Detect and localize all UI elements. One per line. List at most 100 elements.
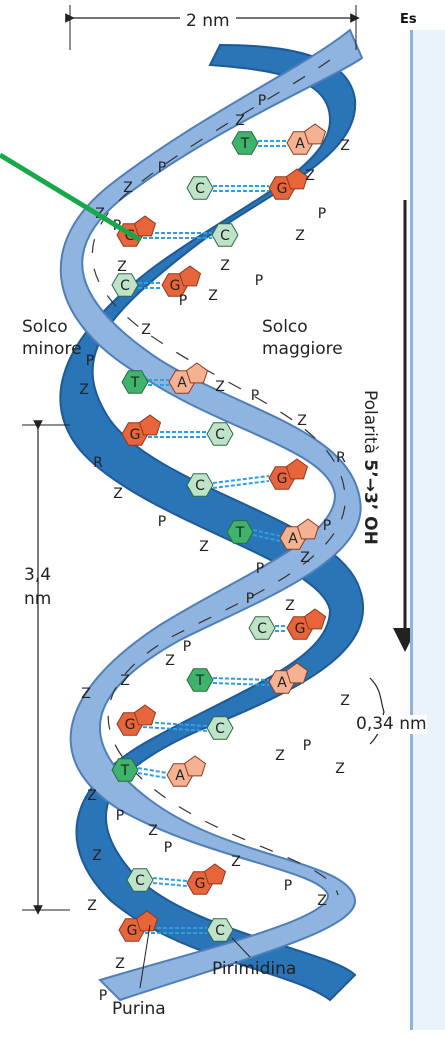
base-hexagon bbox=[206, 918, 234, 942]
base-letter: A bbox=[175, 768, 185, 784]
backbone-letter: P bbox=[179, 293, 187, 309]
base-pentagon bbox=[185, 362, 209, 384]
backbone-letter: Z bbox=[120, 673, 130, 689]
base-pentagon bbox=[138, 414, 162, 436]
hydrogen-bond bbox=[152, 882, 188, 887]
base-letter: C bbox=[120, 278, 130, 294]
backbone-letter: Z bbox=[220, 258, 230, 274]
hydrogen-bond bbox=[142, 726, 208, 732]
base-letter: T bbox=[120, 763, 130, 779]
hydrogen-bond bbox=[212, 677, 270, 681]
base-hexagon bbox=[121, 370, 149, 394]
pyrimidine-leader bbox=[231, 937, 251, 958]
base-pentagon bbox=[203, 863, 227, 885]
base-letter: T bbox=[130, 375, 140, 391]
backbone-letter: P bbox=[164, 840, 172, 856]
hydrogen-bond bbox=[252, 534, 281, 542]
backbone-letter: Z bbox=[113, 486, 123, 502]
base-pentagon bbox=[285, 168, 309, 190]
backbone-letter: P bbox=[158, 514, 166, 530]
backbone-letter: P bbox=[318, 206, 326, 222]
step-brace bbox=[369, 677, 385, 745]
hydrogen-bond bbox=[142, 721, 208, 727]
base-letter: A bbox=[277, 675, 287, 691]
pyrimidine-label: Pirimidina bbox=[212, 959, 297, 979]
backbone-letter: Z bbox=[208, 288, 218, 304]
hydrogen-bond bbox=[212, 480, 270, 489]
base-letter: G bbox=[125, 717, 136, 733]
base-letter: C bbox=[257, 621, 267, 637]
backbone-letter: Z bbox=[275, 748, 285, 764]
base-pentagon bbox=[303, 123, 327, 145]
base-hexagon bbox=[186, 668, 214, 692]
backbone-letter: P bbox=[303, 738, 311, 754]
width-label: 2 nm bbox=[180, 12, 236, 31]
base-hexagon bbox=[211, 223, 239, 247]
base-letter: G bbox=[295, 621, 306, 637]
minor-groove-line1: Solco bbox=[22, 317, 68, 337]
backbone-letter: P bbox=[258, 93, 266, 109]
backbone-letter: Z bbox=[87, 788, 97, 804]
backbone-letter: P bbox=[251, 388, 259, 404]
green-pointer bbox=[0, 152, 142, 243]
backbone-letter: P bbox=[183, 639, 191, 655]
backbone-letter: Z bbox=[215, 379, 225, 395]
base-pentagon bbox=[133, 704, 157, 726]
backbone-letter: P bbox=[99, 988, 107, 1004]
purine-leader bbox=[139, 924, 151, 989]
base-pentagon bbox=[135, 910, 159, 932]
backbone-letter: P bbox=[116, 808, 124, 824]
base-hexagon bbox=[248, 616, 276, 640]
base-letter: G bbox=[277, 471, 288, 487]
base-hexagon bbox=[186, 176, 214, 200]
base-letter: C bbox=[215, 427, 225, 443]
turn-label-line2: nm bbox=[24, 589, 52, 609]
backbone-letter: P bbox=[284, 878, 292, 894]
backbone-letter: Z bbox=[231, 854, 241, 870]
polarity-label: Polarità 5’→3’ OH bbox=[360, 390, 380, 545]
base-letter: C bbox=[195, 181, 205, 197]
backbone-letter: Z bbox=[340, 138, 350, 154]
edge-text: Es bbox=[400, 12, 417, 27]
base-letter: G bbox=[130, 427, 141, 443]
backbone-letter: R bbox=[336, 450, 346, 466]
base-hexagon bbox=[111, 758, 139, 782]
backbone-letter: Z bbox=[115, 956, 125, 972]
polarity-five: 5’ bbox=[360, 459, 380, 478]
base-hexagon bbox=[186, 473, 214, 497]
major-groove-line2: maggiore bbox=[262, 339, 343, 359]
base-letter: A bbox=[288, 531, 298, 547]
backbone-letter: Z bbox=[335, 761, 345, 777]
hydrogen-bond bbox=[152, 877, 188, 882]
backbone-letter: Z bbox=[141, 322, 151, 338]
backbone-letter: P bbox=[86, 353, 94, 369]
base-letter: C bbox=[215, 721, 225, 737]
backbone-letter: Z bbox=[123, 180, 133, 196]
base-letter: C bbox=[220, 228, 230, 244]
side-panel bbox=[410, 30, 445, 1030]
base-letter: G bbox=[127, 923, 138, 939]
base-pentagon bbox=[183, 755, 207, 777]
hydrogen-bond bbox=[252, 529, 281, 537]
backbone-letter: Z bbox=[295, 228, 305, 244]
backbone-line-front bbox=[91, 59, 346, 896]
backbone-letter: Z bbox=[87, 898, 97, 914]
base-letter: G bbox=[195, 876, 206, 892]
base-letter: G bbox=[170, 278, 181, 294]
base-hexagon bbox=[206, 716, 234, 740]
base-letter: C bbox=[135, 873, 145, 889]
backbone-letter: Z bbox=[117, 259, 127, 275]
backbone-letter: Z bbox=[297, 413, 307, 429]
backbone-letter: P bbox=[256, 561, 264, 577]
backbone-letter: P bbox=[246, 591, 254, 607]
backbone-letter: P bbox=[323, 518, 331, 534]
backbone-letter: Z bbox=[81, 686, 91, 702]
base-hexagon bbox=[226, 520, 254, 544]
base-hexagon bbox=[126, 868, 154, 892]
base-pentagon bbox=[303, 608, 327, 630]
minor-groove-line2: minore bbox=[22, 339, 82, 359]
backbone-letter: R bbox=[93, 455, 103, 471]
polarity-three: 3’ OH bbox=[360, 491, 380, 545]
base-letter: T bbox=[240, 136, 250, 152]
